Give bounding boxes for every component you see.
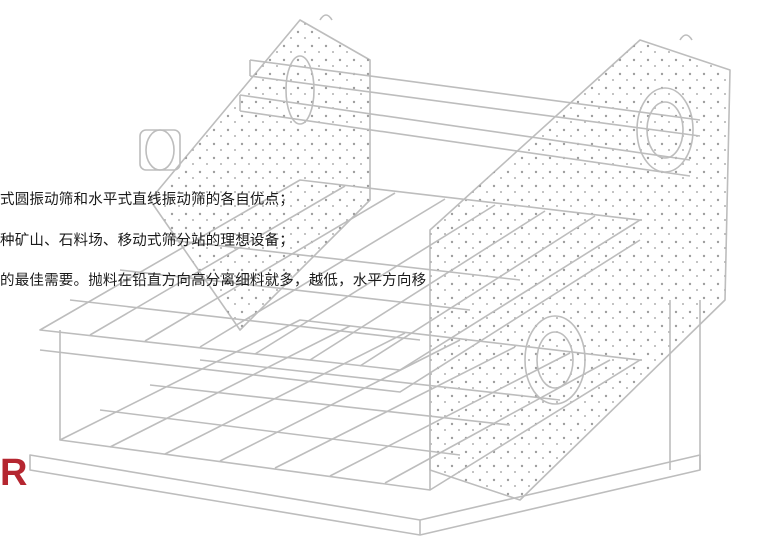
text-line-1: 式圆振动筛和水平式直线振动筛的各自优点； xyxy=(0,192,294,208)
brand-letter: R xyxy=(0,452,28,494)
text-line-3: 的最佳需要。抛料在铅直方向高分离细料就多，越低，水平方向移 xyxy=(0,273,427,289)
text-line-2: 种矿山、石料场、移动式筛分站的理想设备； xyxy=(0,233,294,249)
